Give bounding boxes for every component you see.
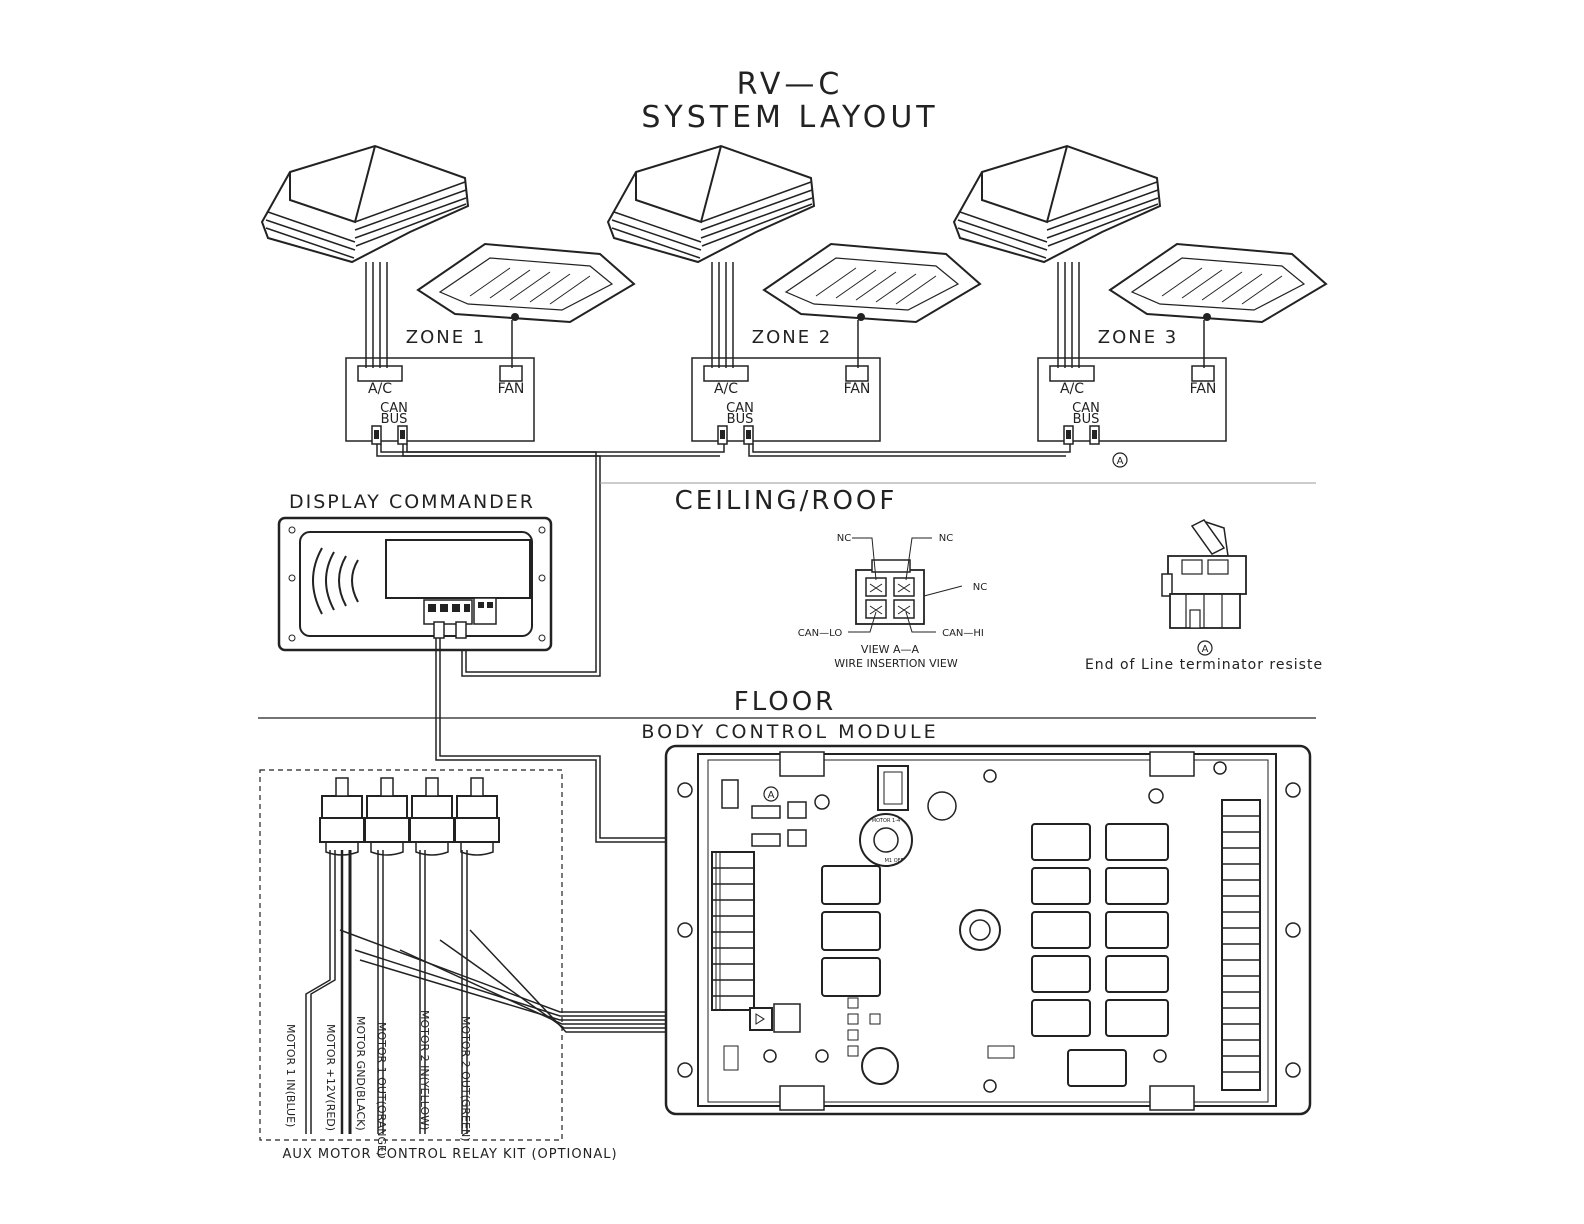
relay-kit [319, 777, 500, 856]
wire-label-motor2-in: MOTOR 2 IN(YELLOW) [418, 1010, 431, 1130]
zone-label: ZONE 2 [752, 327, 833, 348]
terminator-marker [1112, 452, 1128, 468]
ac-port-label: A/C [368, 381, 392, 397]
relay-3 [409, 777, 455, 856]
title-line-2: SYSTEM LAYOUT [641, 100, 938, 135]
bcm-terminator-marker [763, 786, 779, 802]
rooftop-ac-icon [606, 144, 816, 264]
zone-control-box [1037, 357, 1227, 442]
relay-4 [454, 777, 500, 856]
fan-port-label: FAN [498, 381, 525, 397]
wire-label-motor-12v: MOTOR +12V(RED) [324, 1024, 337, 1131]
can-label-top: CAN [726, 401, 754, 416]
bcm-switch-label-bottom: M1 OFF [885, 858, 904, 864]
rooftop-ac-icon [260, 144, 470, 264]
display-to-bcm-cable [435, 638, 752, 843]
title-line-1: RV—C [737, 67, 844, 102]
fan-port-label: FAN [844, 381, 871, 397]
zone-control-box [345, 357, 535, 442]
ceiling-fan-icon [1108, 242, 1328, 324]
floor-label: FLOOR [734, 687, 837, 717]
zone-unit-1: ZONE 1 A/C FAN CAN BUS [260, 144, 636, 445]
body-control-module-board: MOTOR 1-4 M1 OFF [664, 744, 1312, 1116]
can-lo-label: CAN—LO [798, 628, 843, 639]
ac-port-label: A/C [1060, 381, 1084, 397]
relay-kit-caption: AUX MOTOR CONTROL RELAY KIT (OPTIONAL) [282, 1147, 617, 1162]
nc-left-label: NC [837, 533, 851, 544]
wire-label-motor-gnd: MOTOR GND(BLACK) [354, 1016, 367, 1131]
can-connector-pair [1063, 425, 1100, 445]
rooftop-ac-icon [952, 144, 1162, 264]
relay-kit-boundary [259, 769, 563, 1141]
can-label-bottom: BUS [1073, 412, 1100, 427]
nc-side-label: NC [973, 582, 987, 593]
can-label-bottom: BUS [381, 412, 408, 427]
zone-label: ZONE 3 [1098, 327, 1179, 348]
display-commander-label: DISPLAY COMMANDER [289, 491, 535, 513]
terminator-resistor-icon [1161, 519, 1247, 629]
can-hi-label: CAN—HI [942, 628, 984, 639]
zone-unit-2: ZONE 2 A/C FAN CAN BUS [606, 144, 982, 445]
wire-label-motor2-out: MOTOR 2 OUT(GREEN) [459, 1016, 472, 1141]
can-label-top: CAN [1072, 401, 1100, 416]
terminator-caption-marker-label: A [1202, 644, 1209, 655]
can-bus-cable [376, 444, 1071, 677]
ceiling-fan-icon [416, 242, 636, 324]
display-commander-panel [277, 516, 553, 652]
terminator-caption: End of Line terminator resiste [1085, 657, 1323, 673]
connector-view-diagram: NC NC NC CAN—LO CAN—HI VIEW A—A WIRE INS… [798, 533, 987, 670]
zone-label: ZONE 1 [406, 327, 487, 348]
body-control-module-label: BODY CONTROL MODULE [641, 721, 938, 743]
bcm-terminator-marker-label: A [768, 790, 775, 801]
terminator-caption-marker [1197, 640, 1213, 656]
display-screen [385, 539, 531, 599]
zone-unit-3: ZONE 3 A/C FAN CAN BUS [952, 144, 1328, 445]
relay-1 [319, 777, 365, 856]
view-caption-2: WIRE INSERTION VIEW [834, 657, 958, 670]
relay-2 [364, 777, 410, 856]
view-caption-1: VIEW A—A [861, 643, 920, 656]
bcm-switch-label-top: MOTOR 1-4 [872, 818, 900, 824]
fan-port-label: FAN [1190, 381, 1217, 397]
zone-control-box [691, 357, 881, 442]
wire-label-motor1-in: MOTOR 1 IN(BLUE) [284, 1024, 297, 1127]
ac-port-label: A/C [714, 381, 738, 397]
ceiling-roof-label: CEILING/ROOF [675, 486, 898, 516]
nc-right-label: NC [939, 533, 953, 544]
ceiling-fan-icon [762, 242, 982, 324]
can-label-bottom: BUS [727, 412, 754, 427]
can-label-top: CAN [380, 401, 408, 416]
terminator-marker-label: A [1117, 456, 1124, 467]
wire-label-motor1-out: MOTOR 1 OUT(ORANGE) [375, 1022, 388, 1156]
